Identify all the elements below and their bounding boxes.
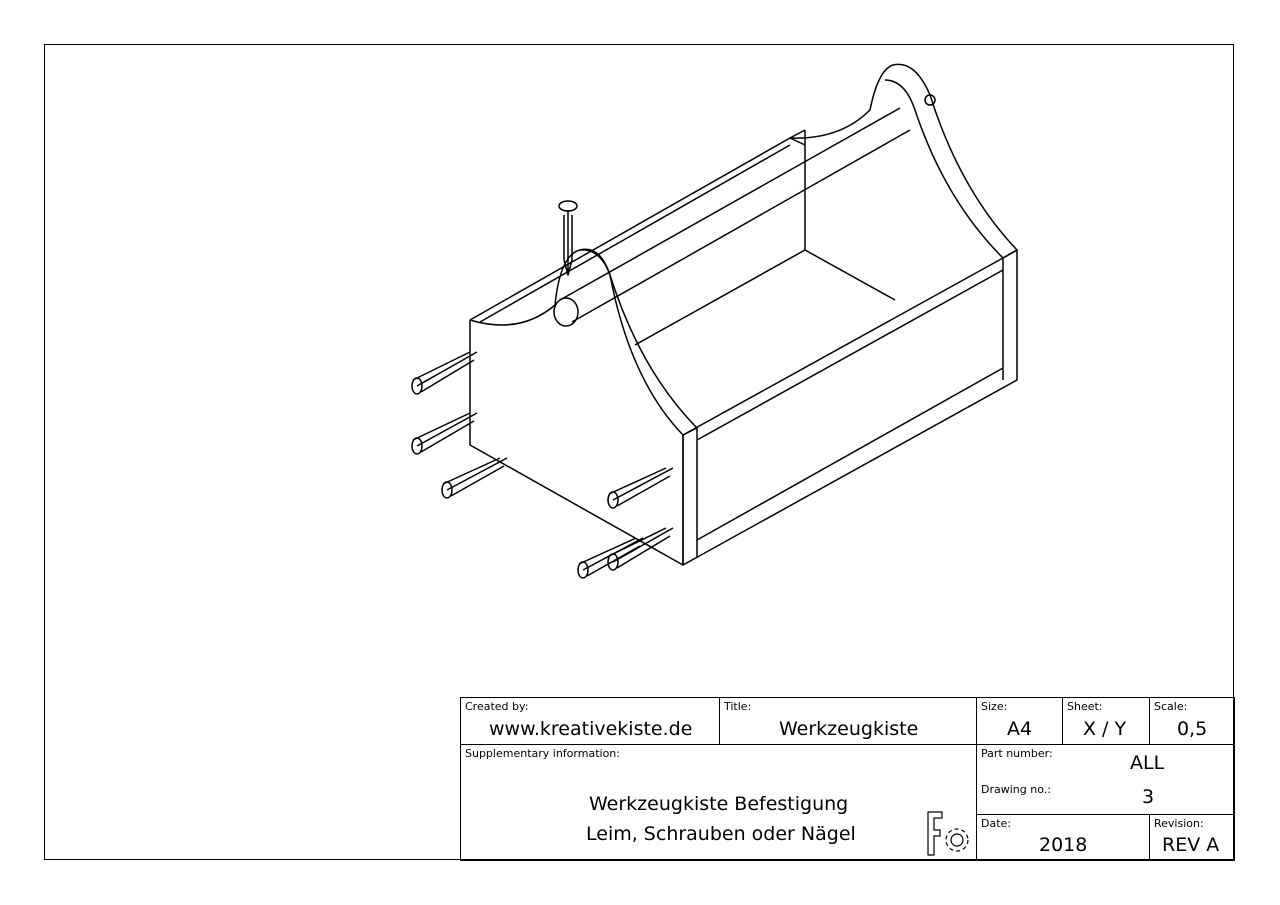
revision-label: Revision: [1154,817,1204,830]
date-value: 2018 [1039,834,1088,856]
title-label: Title: [724,700,752,713]
far-peg [924,94,936,106]
scale-label: Scale: [1154,700,1188,713]
front-end-panel [469,249,684,566]
drawing-frame [44,44,1234,860]
back-wall-top [479,144,791,323]
drawing-no-value: 3 [1142,786,1155,808]
part-drawing-cell: Part number: ALL Drawing no.: 3 [977,745,1234,815]
sheet-label: Sheet: [1067,700,1103,713]
revision-value: REV A [1162,834,1220,856]
created-by-value: www.kreativekiste.de [489,718,693,740]
supplementary-cell: Supplementary information: Werkzeugkiste… [461,745,977,860]
side-panel [682,249,1018,566]
sheet-value: X / Y [1083,718,1127,740]
back-wall [469,129,806,321]
front-end-panel-edge [579,248,698,436]
logo-icon [927,811,969,856]
date-label: Date: [981,817,1011,830]
title-block: Created by: www.kreativekiste.de Title: … [460,697,1235,861]
title-cell: Title: Werkzeugkiste [720,698,977,745]
scale-cell: Scale: 0,5 [1150,698,1234,745]
part-number-label: Part number: [981,747,1053,760]
far-end-panel [789,63,1018,259]
sheet-cell: Sheet: X / Y [1063,698,1150,745]
handle-rod [559,107,911,323]
date-cell: Date: 2018 [977,815,1150,860]
nails [411,200,674,579]
created-by-cell: Created by: www.kreativekiste.de [461,698,720,745]
scale-value: 0,5 [1177,718,1208,740]
supplementary-line-1: Werkzeugkiste Befestigung [589,793,849,815]
supplementary-line-2: Leim, Schrauben oder Nägel [586,823,856,845]
supplementary-label: Supplementary information: [465,747,620,760]
revision-cell: Revision: REV A [1150,815,1234,860]
drawing-no-label: Drawing no.: [981,783,1051,796]
created-by-label: Created by: [465,700,529,713]
size-cell: Size: A4 [977,698,1063,745]
title-value: Werkzeugkiste [779,718,919,740]
size-label: Size: [981,700,1008,713]
rod-end [553,297,579,327]
nail-top [563,210,573,276]
size-value: A4 [1007,718,1033,740]
inner-bottom [634,249,896,346]
part-number-value: ALL [1130,752,1165,774]
